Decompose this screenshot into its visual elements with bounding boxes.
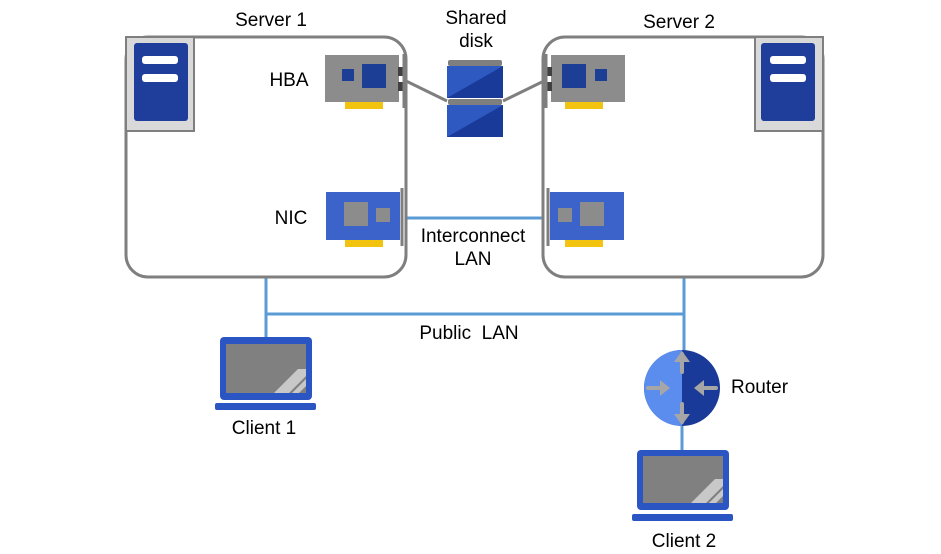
client-1-label: Client 1	[232, 418, 296, 439]
network-lines	[264, 216, 686, 452]
server-icon	[761, 43, 815, 121]
interconnect-label-line2: LAN	[455, 249, 492, 270]
laptop-icon	[632, 450, 733, 521]
server-2-label: Server 2	[643, 12, 715, 33]
nic-label: NIC	[275, 208, 308, 229]
router-icon	[644, 350, 720, 426]
router-label: Router	[731, 377, 789, 398]
client-2-label: Client 2	[652, 531, 716, 552]
hba-card	[325, 54, 406, 109]
laptop-icon	[215, 337, 316, 410]
nic-card	[546, 188, 624, 247]
shared-disk-icon	[447, 60, 503, 137]
server-icon	[134, 43, 188, 121]
interconnect-label-line1: Interconnect	[421, 226, 526, 247]
nic-card	[326, 188, 404, 247]
hba-card	[544, 54, 625, 109]
public-lan-label: Public LAN	[419, 323, 518, 344]
hba-label: HBA	[269, 70, 308, 91]
server-2	[541, 35, 825, 279]
server-1-label: Server 1	[235, 10, 307, 31]
server-1	[124, 35, 408, 279]
hba-cables	[403, 78, 547, 103]
shared-disk-label-line2: disk	[459, 31, 493, 52]
shared-disk-label-line1: Shared	[445, 8, 506, 29]
